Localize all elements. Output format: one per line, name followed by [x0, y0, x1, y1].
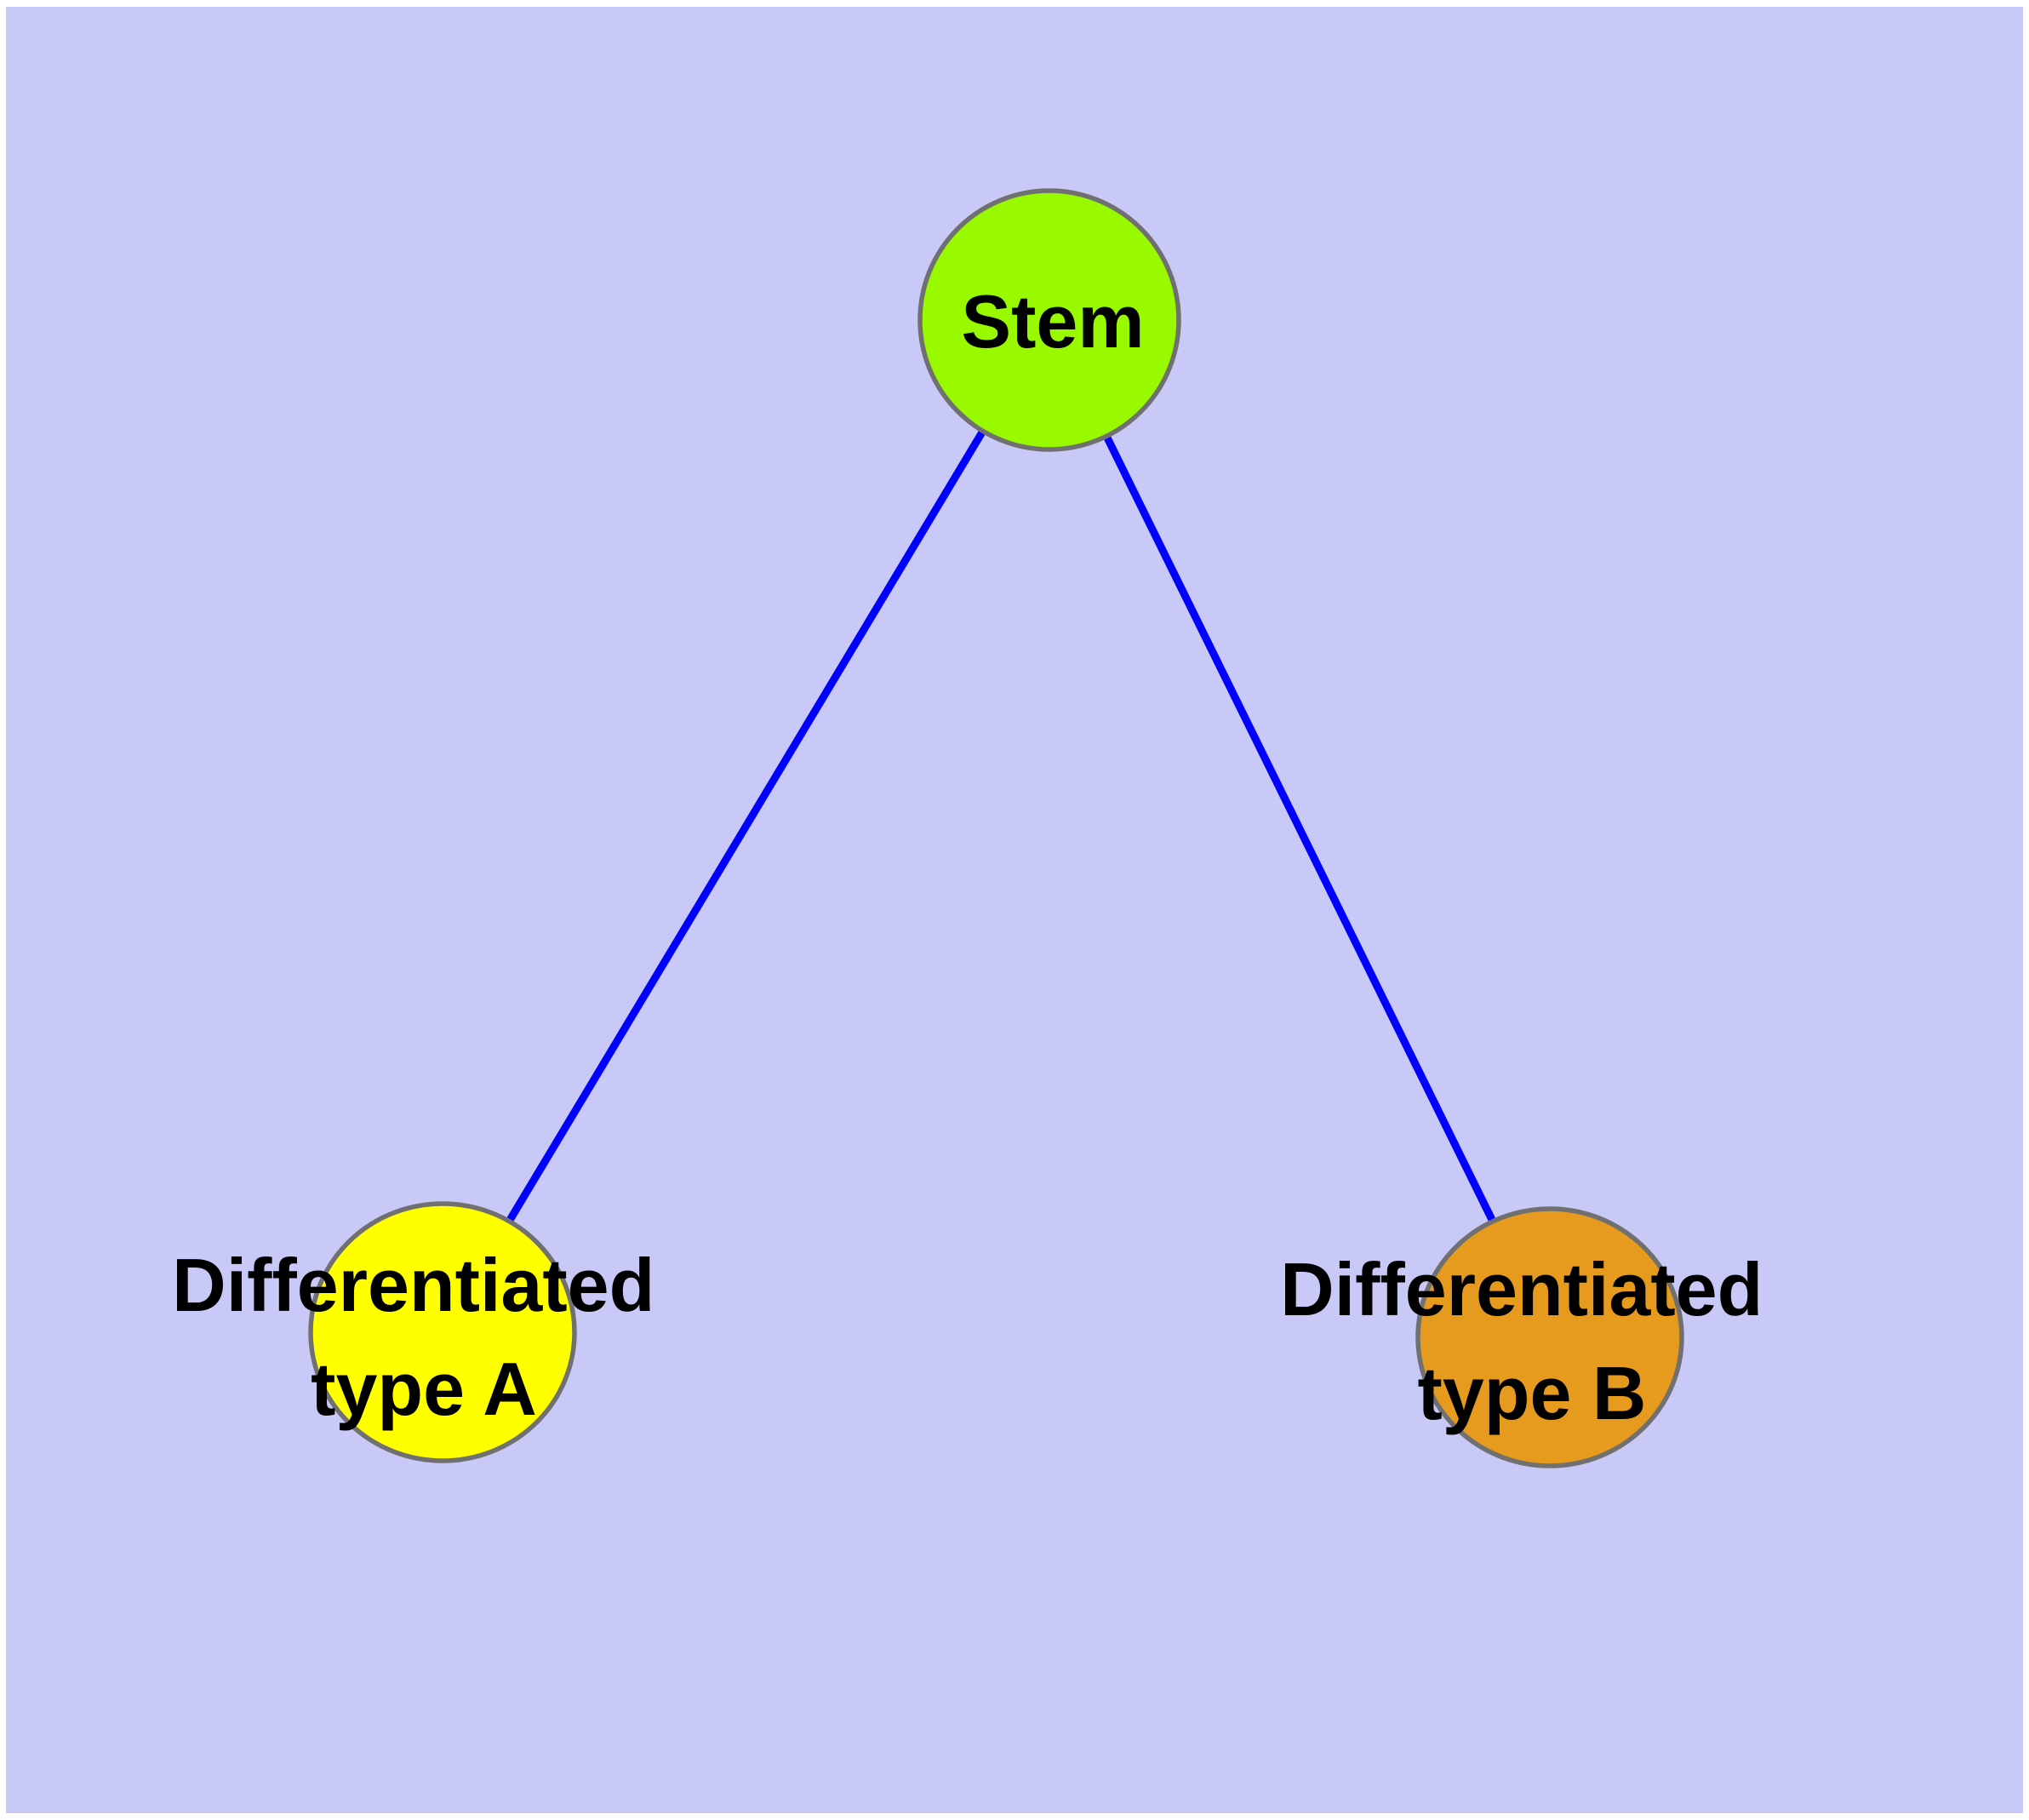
node-differentiated-type-a-label: Differentiated type A [172, 1243, 676, 1431]
type-a-label-line1: Differentiated [172, 1243, 654, 1327]
node-stem [917, 188, 1181, 452]
node-differentiated-type-b [1415, 1206, 1684, 1468]
type-b-label-line2: type B [1418, 1351, 1647, 1435]
type-b-label-line1: Differentiated [1280, 1247, 1763, 1331]
node-differentiated-type-b-label: Differentiated type B [1280, 1247, 1784, 1435]
edge-stem-to-type-a [439, 318, 1053, 1335]
node-labels: Stem Differentiated type A Differentiate… [172, 279, 1784, 1435]
edge-stem-to-type-b [1045, 318, 1554, 1339]
type-a-label-line2: type A [311, 1347, 537, 1431]
node-stem-label: Stem [961, 279, 1144, 363]
edges [439, 318, 1554, 1339]
node-differentiated-type-a [308, 1201, 577, 1463]
nodes [308, 188, 1684, 1468]
